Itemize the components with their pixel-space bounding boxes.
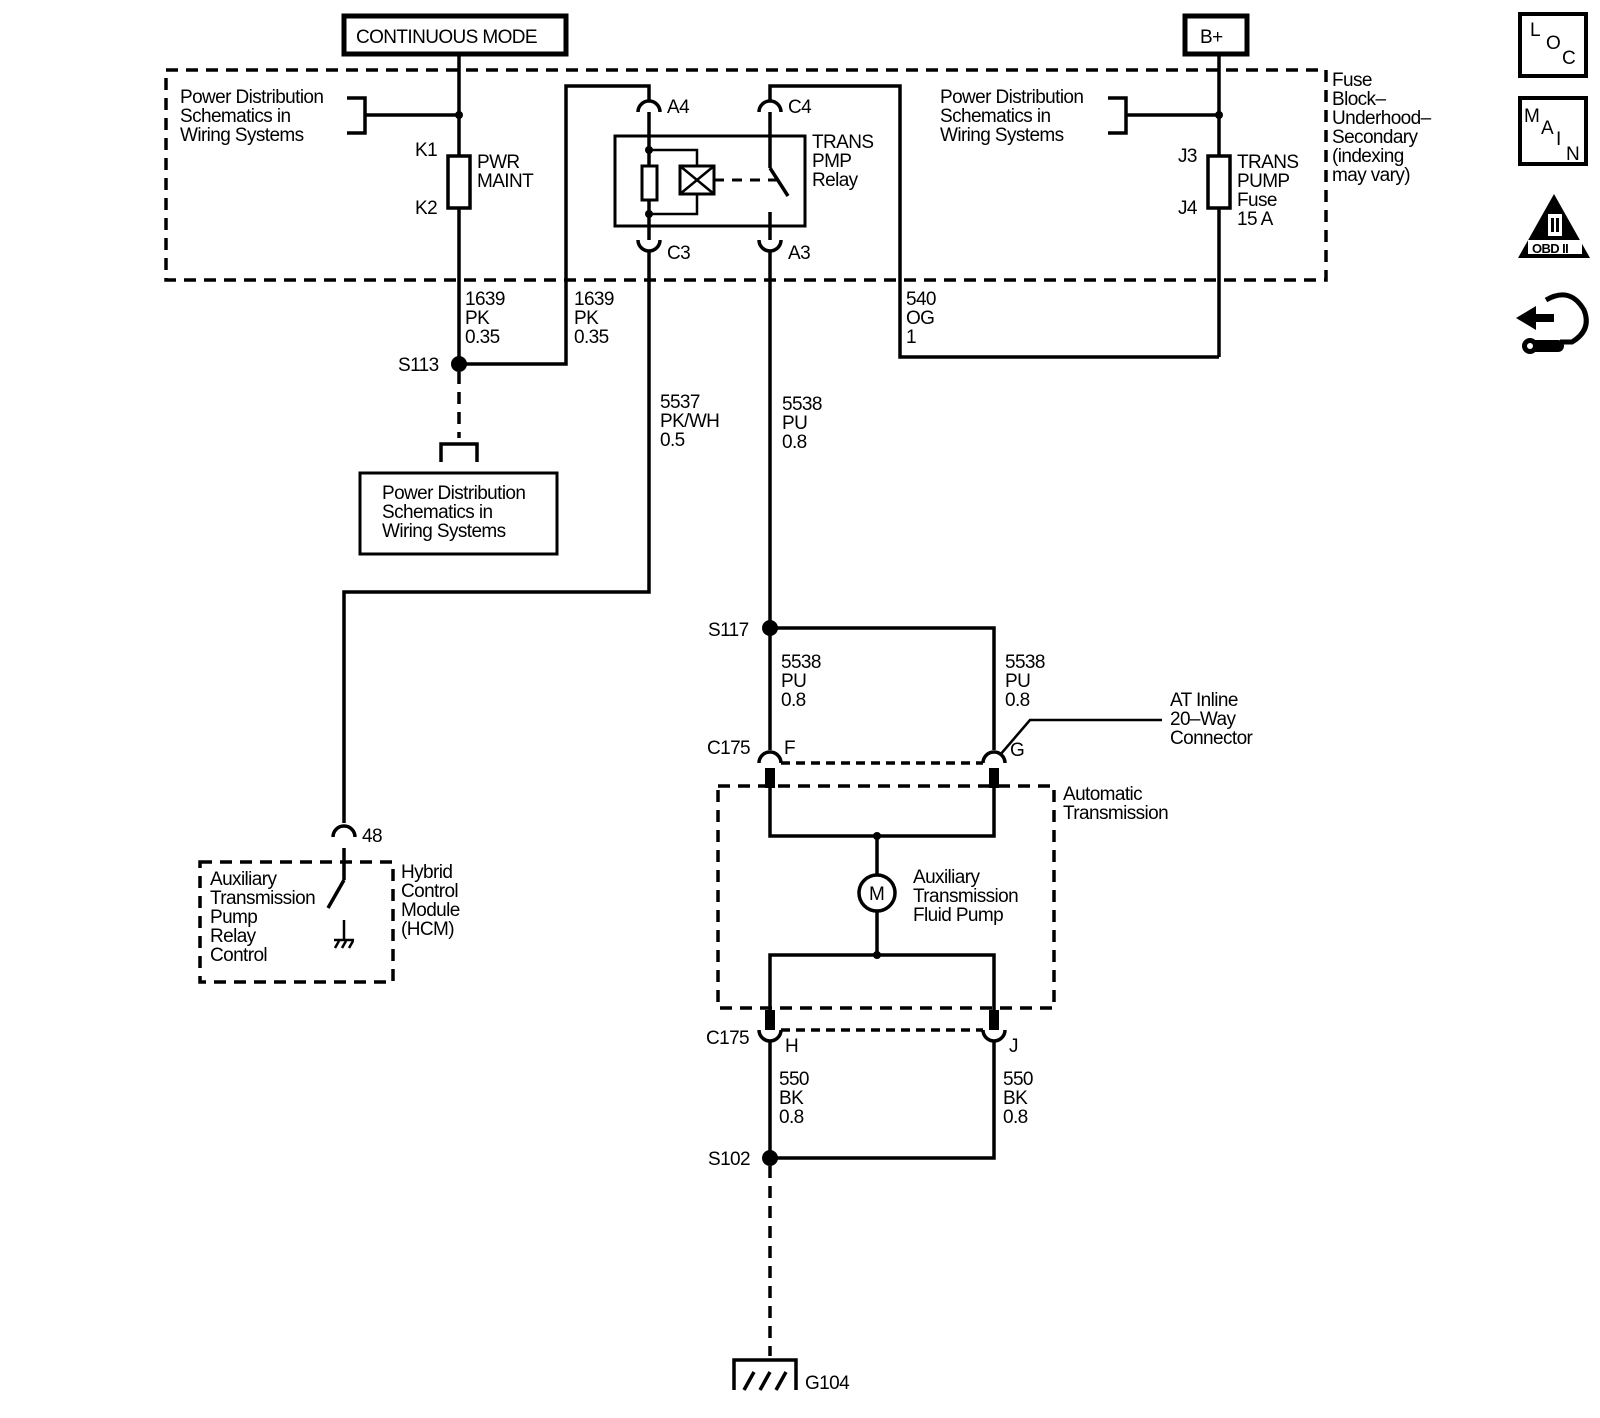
main-icon[interactable]: M A I N [1518,96,1588,166]
svg-text:C4: C4 [788,97,812,118]
wire-5538-left-label: 5538 PU 0.8 [781,652,826,711]
fuse-block-outline [164,68,1328,282]
power-dist-bottom-bracket [439,442,479,462]
ground-g104: G104 [732,1358,851,1394]
wire-540-label: 540 OG 1 [906,289,941,348]
svg-text:M: M [1524,106,1539,127]
hcm-module: 48 Auxiliary Transmission Pump Relay Con… [198,824,464,984]
battery-label: B+ [1200,27,1223,48]
wire-5538-right-label: 5538 PU 0.8 [1005,652,1050,711]
wire-550-left-label: 550 BK 0.8 [779,1069,814,1128]
svg-text:A3: A3 [788,243,810,264]
trans-pump-pin-j3: J3 [1178,146,1197,167]
svg-text:S102: S102 [708,1149,750,1170]
hcm-module-label: Hybrid Control Module (HCM) [401,862,464,940]
wire-5538-branch [770,626,996,750]
wire-550-right-label: 550 BK 0.8 [1003,1069,1038,1128]
obd-ii-icon[interactable]: OBD II [1518,194,1590,258]
pump-label: Auxiliary Transmission Fluid Pump [913,867,1023,926]
svg-text:S113: S113 [398,355,439,376]
svg-text:A4: A4 [667,97,690,118]
battery-box: B+ [1182,13,1250,57]
c175-top-pin-f: F [784,738,795,759]
pwr-maint-pin-k1: K1 [415,140,437,161]
power-dist-bottom-ref: Power Distribution Schematics in Wiring … [358,471,559,556]
splice-s117: S117 [708,620,778,641]
wire-1639-to-a4 [459,84,651,366]
automatic-transmission-outline [716,784,1056,1010]
power-dist-right-label: Power Distribution Schematics in Wiring … [940,87,1088,146]
pwr-maint-label: PWR MAINT [477,152,534,192]
continuous-mode-box: CONTINUOUS MODE [341,13,569,57]
auxiliary-pump-motor: M [857,873,897,913]
wire-1639-right-label: 1639 PK 0.35 [574,289,619,348]
pwr-maint-fuse: K1 K2 PWR MAINT [415,54,535,364]
power-dist-left-ref: Power Distribution Schematics in Wiring … [180,87,459,146]
pump-feed-top [768,788,996,838]
wire-1639-left-label: 1639 PK 0.35 [465,289,510,348]
wire-5537 [342,252,651,823]
svg-text:A: A [1541,118,1554,139]
svg-text:OBD II: OBD II [1532,241,1568,256]
relay-terminal-c4: C4 [757,97,813,118]
hcm-function-label: Auxiliary Transmission Pump Relay Contro… [210,869,320,966]
relay-terminal-c3: C3 [636,239,691,264]
hcm-pin-48: 48 [362,826,382,847]
svg-text:C3: C3 [667,243,690,264]
relay-terminal-a3: A3 [757,239,811,264]
power-dist-bottom-label: Power Distribution Schematics in Wiring … [382,483,530,542]
svg-text:I: I [1556,129,1561,150]
power-dist-right-ref: Power Distribution Schematics in Wiring … [940,87,1219,146]
trans-pump-pin-j4: J4 [1178,198,1198,219]
c175-bottom-pin-h: H [785,1036,798,1057]
trans-pmp-relay-label: TRANS PMP Relay [812,132,878,191]
c175-top-name: C175 [707,738,750,759]
svg-text:N: N [1566,144,1579,165]
motor-symbol: M [869,884,884,905]
wire-5537-label: 5537 PK/WH 0.5 [660,392,724,451]
c175-bottom-pin-j: J [1009,1036,1018,1057]
c175-bottom-name: C175 [706,1028,749,1049]
pwr-maint-pin-k2: K2 [415,198,437,219]
wire-550-right [770,1041,996,1160]
loc-icon[interactable]: L O C [1518,12,1588,78]
wire-5538-top-label: 5538 PU 0.8 [782,394,827,453]
trans-pmp-relay: TRANS PMP Relay [613,112,878,240]
trans-pump-fuse: J3 J4 TRANS PUMP Fuse 15 A [1178,54,1303,357]
at-inline-leader [999,718,1162,756]
wire-540-to-c4 [768,84,1219,359]
svg-text:O: O [1546,33,1560,54]
fuse-block-label: Fuse Block– Underhood– Secondary (indexi… [1332,70,1435,186]
splice-s102: S102 [708,1149,778,1170]
power-dist-left-label: Power Distribution Schematics in Wiring … [180,87,328,146]
automatic-transmission-label: Automatic Transmission [1063,784,1168,824]
connector-c175-bottom: C175 H J [706,1010,1019,1057]
continuous-mode-label: CONTINUOUS MODE [356,27,537,48]
splice-s113: S113 [398,355,467,376]
trans-pump-fuse-label: TRANS PUMP Fuse 15 A [1237,152,1303,230]
relay-terminal-a4: A4 [636,97,691,118]
svg-text:S117: S117 [708,620,749,641]
pump-return-bottom [768,953,996,1010]
connector-tool-icon[interactable] [1516,292,1589,354]
svg-text:L: L [1530,20,1540,41]
at-inline-label: AT Inline 20–Way Connector [1170,690,1254,749]
c175-top-pin-g: G [1010,740,1024,761]
connector-c175-top: C175 F G [707,738,1025,788]
ground-label: G104 [805,1373,850,1394]
svg-text:C: C [1562,48,1575,69]
